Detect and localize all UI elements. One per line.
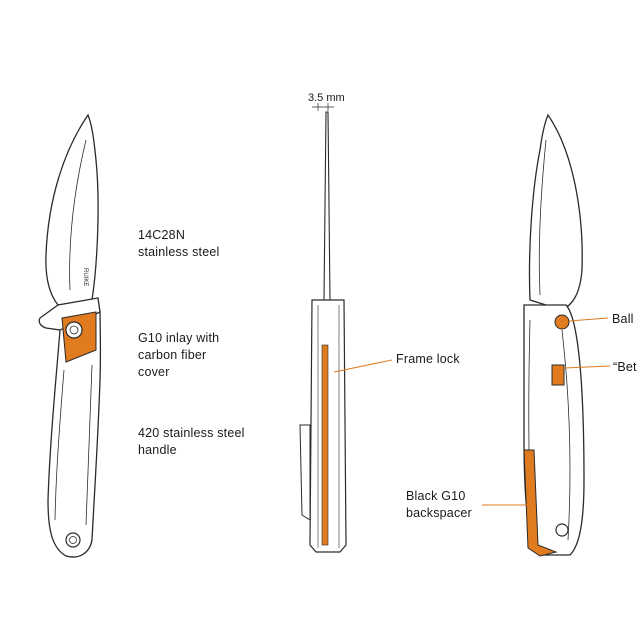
ball-leader <box>568 317 609 322</box>
backspacer-right <box>523 449 558 557</box>
bet-label: “Bet <box>613 360 637 374</box>
handle-inner-line <box>54 369 65 521</box>
ball-label: Ball <box>612 312 634 326</box>
inlay-label: G10 inlay with carbon fiber cover <box>138 331 220 379</box>
flipper-tab <box>551 364 565 386</box>
handle-inner-line-2 <box>85 364 93 526</box>
pocket-clip <box>299 424 311 521</box>
blade-grind-line <box>69 139 87 291</box>
brand-mark: RUIKE <box>82 268 88 286</box>
blade-steel-label: 14C28N stainless steel <box>138 228 220 259</box>
blade-outline-right <box>528 113 583 311</box>
thickness-dimension: 3.5 mm <box>308 92 345 104</box>
blade-spine <box>323 111 331 301</box>
bet-leader <box>563 365 611 369</box>
detent-ball <box>554 314 570 330</box>
backspacer-strip <box>321 344 329 546</box>
frame-lock-leader <box>333 359 393 373</box>
frame-lock-label: Frame lock <box>396 352 460 366</box>
handle-label: 420 stainless steel handle <box>138 426 245 457</box>
backspacer-label: Black G10 backspacer <box>406 489 472 520</box>
blade-outline <box>45 113 99 306</box>
